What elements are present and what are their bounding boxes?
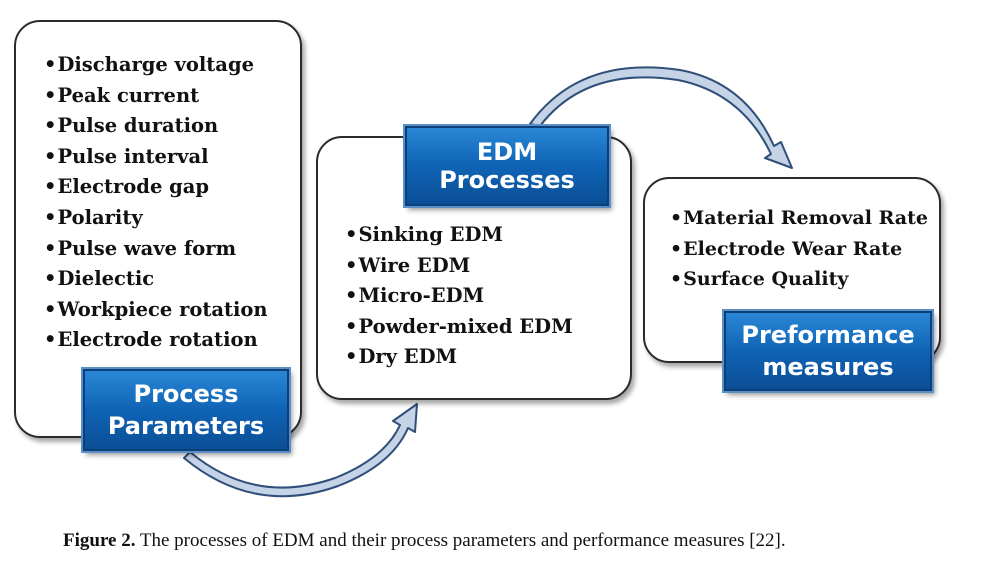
arrow-processes-to-measures bbox=[529, 66, 793, 169]
list-item: Discharge voltage bbox=[44, 50, 268, 81]
arrow-params-to-processes bbox=[183, 403, 418, 498]
list-item: Pulse wave form bbox=[44, 234, 268, 265]
list-item: Powder-mixed EDM bbox=[345, 312, 572, 343]
list-item: Electrode rotation bbox=[44, 325, 268, 356]
caption-text: The processes of EDM and their process p… bbox=[135, 530, 786, 551]
list-item: Electrode Wear Rate bbox=[670, 234, 928, 265]
edm-processes-label: EDM Processes bbox=[405, 126, 609, 206]
list-item: Sinking EDM bbox=[345, 220, 573, 251]
list-item: Workpiece rotation bbox=[44, 295, 267, 326]
label-line: measures bbox=[762, 353, 894, 381]
label-line: EDM Processes bbox=[439, 138, 575, 194]
list-item: Dry EDM bbox=[345, 342, 573, 373]
list-item: Surface Quality bbox=[670, 264, 928, 295]
figure-caption: Figure 2. The processes of EDM and their… bbox=[63, 530, 786, 552]
figure-label: Figure 2. bbox=[63, 530, 136, 551]
list-item: Micro-EDM bbox=[345, 281, 573, 312]
performance-measures-label: Preformance measures bbox=[724, 311, 932, 391]
performance-measures-list: Material Removal Rate Electrode Wear Rat… bbox=[670, 203, 928, 295]
list-item: Dielectic bbox=[44, 264, 268, 295]
list-item: Material Removal Rate bbox=[670, 203, 928, 234]
label-line: Parameters bbox=[107, 412, 265, 440]
list-item: Polarity bbox=[44, 203, 268, 234]
list-item: Wire EDM bbox=[345, 251, 573, 282]
list-item: Pulse interval bbox=[44, 142, 268, 173]
edm-processes-list: Sinking EDM Wire EDM Micro-EDM Powder-mi… bbox=[345, 220, 573, 373]
list-item: Peak current bbox=[44, 81, 268, 112]
list-item: Pulse duration bbox=[44, 111, 268, 142]
process-parameters-list: Discharge voltage Peak current Pulse dur… bbox=[44, 50, 268, 356]
label-line: Process bbox=[133, 380, 239, 408]
process-parameters-label: Process Parameters bbox=[83, 369, 289, 451]
list-item: Electrode gap bbox=[44, 172, 268, 203]
label-line: Preformance bbox=[741, 321, 915, 349]
